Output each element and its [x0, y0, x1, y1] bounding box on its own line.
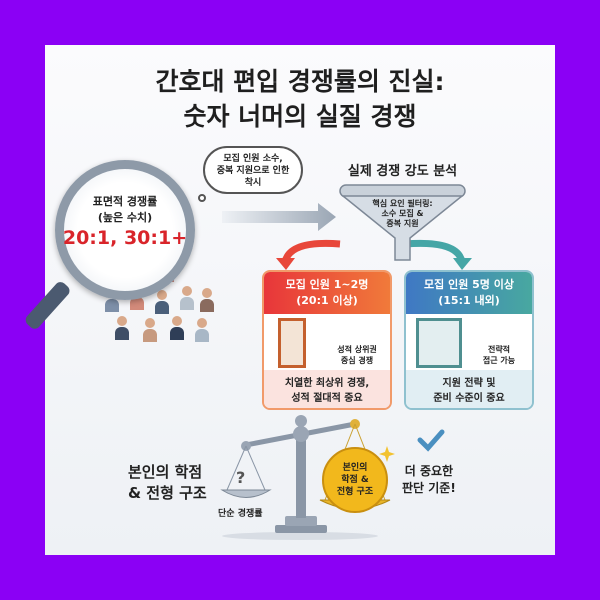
card-header-ratio: (20:1 이상) — [296, 294, 358, 307]
label-line: 본인의 학점 — [128, 463, 203, 481]
label-line: 더 중요한 — [404, 464, 454, 478]
funnel-text: 핵심 요인 필터링: 소수 모집 & 중복 지원 — [350, 199, 455, 229]
magnifier-icon: 표면적 경쟁률 (높은 수치) 20:1, 30:1+ — [55, 160, 195, 300]
left-pan-caption: 단순 경쟁률 — [218, 509, 263, 519]
footer-line: 준비 수준이 중요 — [433, 393, 505, 404]
coin-line: 학점 & — [341, 475, 369, 485]
title-line-1: 간호대 편입 경쟁률의 진실: — [155, 67, 445, 96]
surface-ratio-value: 20:1, 30:1+ — [62, 227, 188, 249]
narrow-door-icon — [278, 318, 306, 368]
label-line: 판단 기준! — [402, 481, 456, 495]
balance-scale-icon — [220, 415, 391, 540]
card-header: 모집 인원 5명 이상 (15:1 내외) — [406, 272, 532, 314]
footer-line: 치열한 최상위 경쟁, — [284, 378, 370, 389]
bubble-dot — [198, 194, 206, 202]
card-header-ratio: (15:1 내외) — [438, 294, 500, 307]
funnel-title: 실제 경쟁 강도 분석 — [347, 164, 458, 179]
label-line: & 전형 구조 — [128, 484, 207, 502]
coin-line: 전형 구조 — [336, 487, 374, 497]
gray-arrow — [222, 203, 336, 231]
bubble-line: 중복 지원으로 인한 — [216, 166, 290, 176]
bubble-line: 모집 인원 소수, — [223, 154, 283, 164]
question-mark-icon: ? — [236, 468, 246, 487]
card-footer: 치열한 최상위 경쟁, 성적 절대적 중요 — [264, 370, 390, 408]
surface-ratio-sublabel: (높은 수치) — [97, 211, 153, 224]
card-header-title: 모집 인원 5명 이상 — [424, 278, 514, 291]
funnel-line: 중복 지원 — [386, 219, 419, 228]
footer-line: 지원 전략 및 — [442, 378, 496, 389]
funnel-icon — [339, 184, 466, 261]
teal-arrow — [404, 239, 466, 264]
sparkle-icon — [379, 446, 395, 462]
funnel-line: 핵심 요인 필터링: — [372, 199, 433, 208]
card-footer: 지원 전략 및 준비 수준이 중요 — [406, 370, 532, 408]
surface-ratio-label: 표면적 경쟁률 — [92, 195, 158, 208]
card-header-title: 모집 인원 1~2명 — [285, 278, 369, 291]
title-line-2: 숫자 너머의 실질 경쟁 — [183, 102, 417, 131]
teal-arrowhead — [453, 258, 472, 270]
footer-line: 성적 절대적 중요 — [291, 393, 363, 404]
bubble-line: 착시 — [244, 178, 262, 188]
thought-bubble: 모집 인원 소수, 중복 지원으로 인한 착시 — [203, 146, 303, 194]
scale-right-label: 더 중요한 판단 기준! — [402, 463, 456, 497]
card-header: 모집 인원 1~2명 (20:1 이상) — [264, 272, 390, 314]
gold-coin-text: 본인의 학점 & 전형 구조 — [323, 462, 387, 498]
funnel-line: 소수 모집 & — [381, 209, 424, 218]
wide-door-icon — [416, 318, 462, 368]
red-arrowhead — [276, 258, 295, 270]
coin-line: 본인의 — [342, 463, 368, 473]
checkmark-icon — [417, 429, 445, 452]
scale-left-label: 본인의 학점 & 전형 구조 — [128, 462, 207, 504]
